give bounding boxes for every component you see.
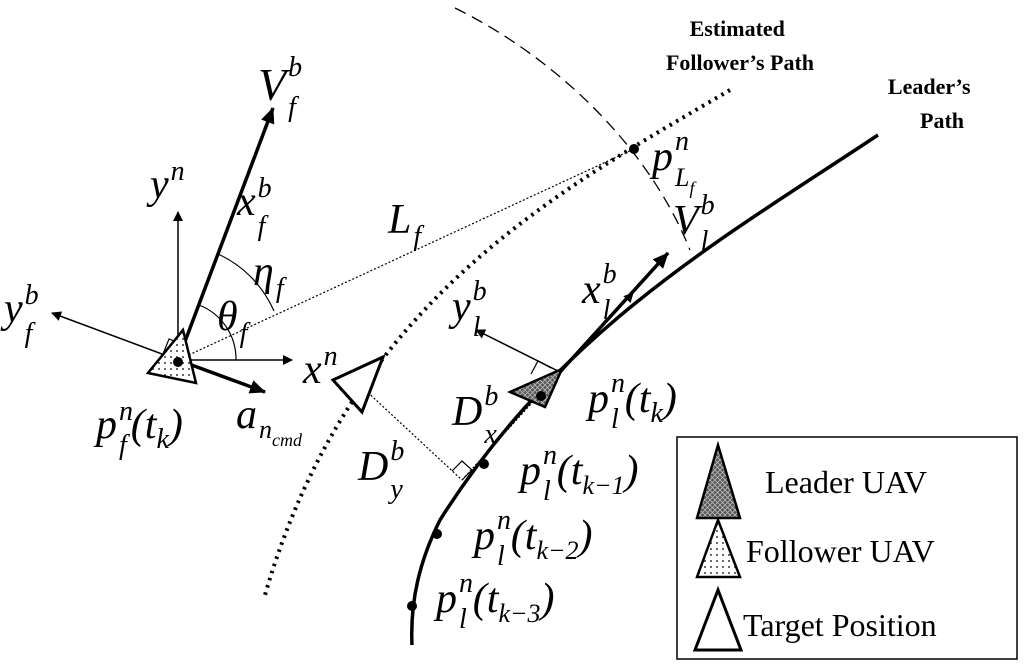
legend: Leader UAV Follower UAV Target Position [676,436,1018,660]
arc-radius-dashed [454,7,691,251]
leader-position-dot-tk3 [407,601,417,611]
estimated-follower-path-label: Estimated Follower’s Path [666,16,814,75]
target-position-triangle [330,354,386,415]
legend-target-icon [692,585,744,652]
Lf-label: Lf [387,197,424,252]
dy-line [361,386,463,481]
leader-position-dot-tk [536,391,546,401]
yn-label: yn [146,156,185,208]
theta-label: θf [217,294,251,349]
yb-follower-axis [51,311,179,361]
right-angle-marker-d [451,460,473,481]
legend-target-label: Target Position [743,607,937,643]
xb-leader-thin [559,292,634,373]
leader-position-dot-tk2 [432,529,442,539]
leader-position-dot-tk1 [479,459,489,469]
a-ncmd-label: ancmd [236,392,303,450]
eta-arc [217,253,275,312]
legend-follower-icon [695,516,742,579]
leader-uav-triangle [506,366,565,409]
xb-follower-axis [176,107,275,361]
eta-label: ηf [253,249,287,304]
theta-arc [198,304,237,361]
pLf-dot [629,144,639,154]
legend-leader-label: Leader UAV [765,464,927,500]
leader-path [409,133,879,646]
xn-label: xn [302,341,338,393]
leader-path-label: Leader’s Path [888,74,976,133]
right-angle-marker-leader [530,360,552,375]
legend-follower-label: Follower UAV [746,533,935,569]
follower-uav-triangle [145,327,198,385]
legend-box [676,436,1018,660]
follower-position-dot [173,357,183,367]
